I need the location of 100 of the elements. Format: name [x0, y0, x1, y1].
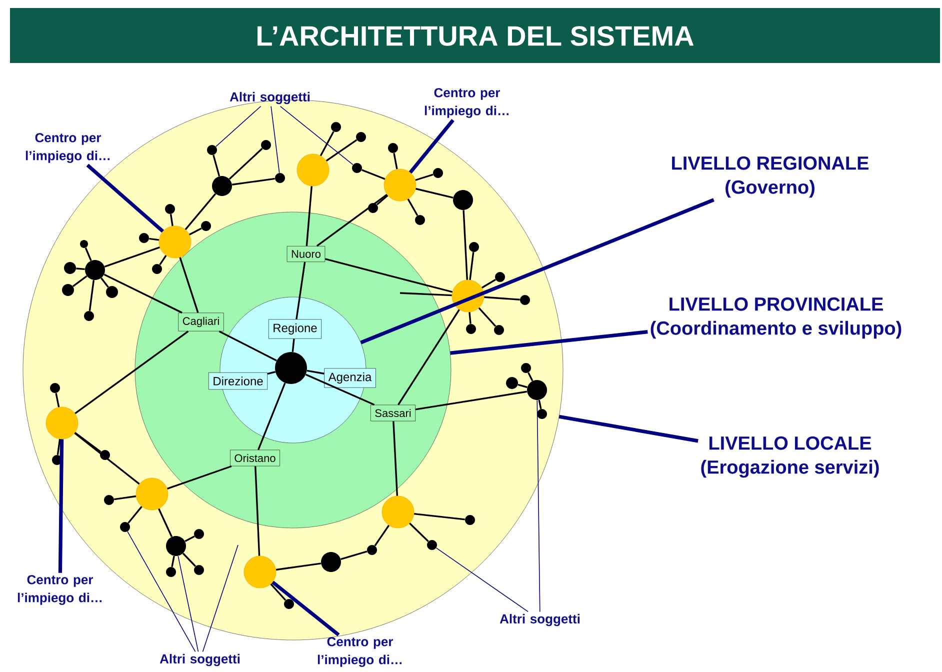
callout-label: Centro per l’impiego di…	[318, 637, 402, 667]
connector-line	[362, 169, 386, 180]
callout-label: Centro per l’impiego di…	[18, 575, 102, 605]
connector-line	[56, 438, 61, 455]
connector-line	[276, 562, 322, 571]
office-circle	[136, 478, 168, 510]
leader-line	[127, 531, 196, 652]
connector-line	[232, 178, 275, 186]
network-dot	[207, 145, 217, 155]
office-circle	[46, 406, 78, 440]
connector-line	[88, 280, 95, 311]
network-dot	[152, 264, 162, 274]
office-box: Nuoro	[286, 246, 326, 262]
connector-line	[398, 309, 460, 406]
network-dot	[453, 190, 473, 210]
connector-line	[184, 193, 216, 230]
network-dot	[331, 122, 341, 132]
leader-line	[270, 106, 280, 174]
level-label: LIVELLO PROVINCIALE (Coordinamento e sviluppo)	[650, 297, 902, 339]
connector-line	[104, 274, 182, 314]
connector-line	[100, 278, 109, 288]
connector-line	[149, 238, 160, 241]
network-dot	[106, 286, 118, 298]
office-box: Direzione	[208, 372, 268, 390]
connector-line	[212, 154, 220, 176]
central-hub	[275, 352, 307, 384]
connector-line	[478, 307, 496, 327]
connector-line	[324, 258, 453, 293]
connector-line	[74, 432, 140, 485]
connector-line	[538, 400, 542, 410]
connector-line	[55, 392, 60, 408]
connector-line	[296, 262, 306, 320]
connector-line	[469, 252, 474, 280]
network-dot	[415, 215, 425, 225]
connector-line	[104, 246, 160, 268]
network-dot	[261, 140, 271, 150]
connector-line	[482, 278, 496, 288]
connector-line	[374, 524, 390, 546]
leader-line	[202, 544, 238, 652]
leader-line	[408, 118, 454, 174]
connector-line	[416, 188, 454, 198]
office-circle	[384, 168, 416, 202]
leader-line	[360, 198, 714, 344]
connector-line	[306, 370, 324, 374]
network-dot	[166, 536, 186, 556]
network-dot	[427, 540, 437, 550]
network-dot	[466, 324, 476, 334]
network-dot	[388, 143, 398, 153]
network-dot	[521, 363, 531, 373]
connector-line	[128, 506, 142, 524]
network-dot	[275, 173, 285, 183]
connector-line	[74, 432, 102, 453]
leader-line	[58, 439, 64, 573]
connector-line	[306, 186, 312, 246]
office-circle	[244, 556, 276, 588]
network-dot	[201, 221, 211, 231]
office-box: Sassari	[370, 404, 416, 422]
connector-line	[292, 338, 295, 352]
connector-line	[415, 174, 434, 181]
leader-line	[536, 400, 540, 612]
connector-line	[258, 382, 286, 450]
level-label: LIVELLO LOCALE (Erogazione servizi)	[701, 436, 879, 478]
connector-line	[518, 384, 528, 388]
office-box: Agenzia	[324, 368, 376, 388]
title-band: L’ARCHITETTURA DEL SISTEMA	[10, 8, 940, 63]
connector-line	[171, 556, 175, 568]
office-circle	[382, 496, 414, 528]
connector-line	[484, 296, 520, 300]
office-box: Regione	[268, 319, 322, 339]
callout-label: Centro per l’impiego di…	[26, 133, 110, 163]
network-dot	[465, 515, 475, 525]
network-dot	[80, 240, 88, 248]
connector-line	[415, 390, 528, 410]
connector-line	[270, 583, 286, 601]
network-dot	[527, 380, 547, 400]
leader-line	[178, 556, 199, 652]
connector-line	[267, 371, 276, 375]
leader-line	[280, 106, 354, 166]
connector-line	[76, 268, 85, 270]
network-dot	[367, 545, 377, 555]
connector-line	[320, 131, 334, 156]
connector-line	[376, 194, 388, 206]
network-dot	[433, 168, 443, 178]
network-dot	[520, 295, 530, 305]
leader-line	[215, 106, 262, 147]
connector-line	[228, 148, 263, 180]
callout-label: Altri soggetti	[230, 92, 310, 104]
leader-line	[272, 580, 340, 636]
connector-line	[72, 275, 88, 287]
network-dot	[284, 599, 294, 609]
connector-line	[254, 466, 260, 556]
network-dot	[62, 284, 74, 296]
network-dot	[52, 455, 62, 465]
connector-line	[400, 292, 452, 296]
leader-line	[558, 414, 698, 443]
office-box: Oristano	[230, 450, 280, 466]
network-dot	[120, 522, 130, 532]
connector-line	[316, 194, 388, 247]
connector-line	[462, 210, 468, 280]
network-dot	[212, 176, 232, 196]
